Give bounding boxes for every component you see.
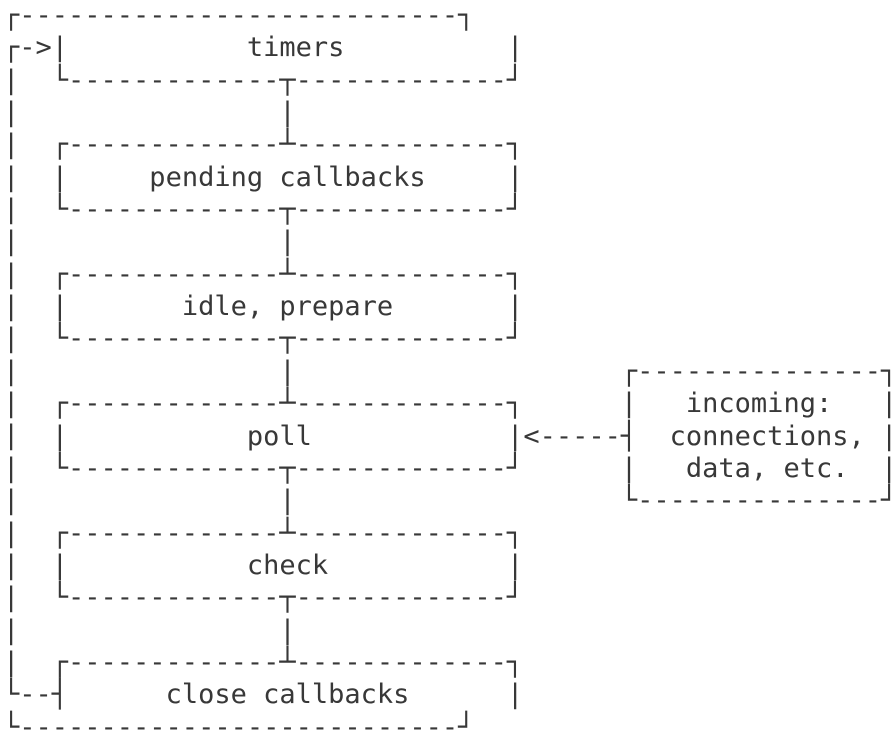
dashed-vertical-line: |	[279, 614, 296, 646]
phase-label-poll: poll	[68, 420, 507, 452]
box-border-bottom: └-------------┬-------------┘	[51, 452, 524, 484]
phase-label-close-callbacks: close callbacks	[68, 679, 507, 711]
box-left-edge: |	[51, 291, 69, 323]
box-border-top: ┌-------------┴-------------┐	[51, 388, 524, 420]
incoming-box-border-top: ┌---------------┐	[620, 355, 896, 387]
phase-box-check: ┌-------------┴-------------┐ | check | …	[52, 518, 523, 615]
dashed-line: └---------------------------┘	[3, 711, 475, 743]
phase-label-idle-prepare: idle, prepare	[68, 291, 507, 323]
box-border-top: ┌-------------┴-------------┐	[51, 647, 524, 678]
phase-box-pending-callbacks: ┌-------------┴-------------┐ | pending …	[52, 129, 523, 226]
dashed-vertical-line: | | | | | | | | | | | | | | | | | | |	[3, 64, 20, 678]
left-arrow-glyph: <-----┤	[523, 420, 638, 452]
incoming-label-line1: incoming:	[637, 388, 881, 420]
incoming-label-line3: data, etc.	[637, 452, 881, 484]
flow-connector-pending-to-idle: |	[279, 226, 295, 258]
box-right-edge: |	[506, 420, 524, 452]
box-right-edge: |	[506, 161, 524, 193]
dashed-line: ┌---------------------------┐	[3, 0, 475, 31]
right-arrow-glyph: ┌->	[3, 32, 52, 64]
box-right-edge: |	[506, 549, 524, 581]
box-left-edge: |	[51, 420, 69, 452]
box-border-top: ┌-------------┴-------------┐	[51, 258, 524, 290]
dashed-vertical-line: |	[279, 355, 296, 387]
box-left-edge: |	[620, 388, 638, 420]
phase-label-check: check	[68, 549, 507, 581]
elbow-glyph: └--	[3, 679, 52, 711]
flow-connector-check-to-close: |	[279, 615, 295, 647]
box-border-top: ┌-------------┴-------------┐	[51, 129, 524, 161]
phase-box-idle-prepare: ┌-------------┴-------------┐ | idle, pr…	[52, 259, 523, 356]
incoming-box: ┌---------------┐ | incoming: | connecti…	[621, 356, 896, 518]
box-border-bottom: └-------------┬-------------┘	[51, 323, 524, 355]
box-right-edge: |	[506, 291, 524, 323]
loop-arrow-into-timers: ┌->	[3, 32, 52, 64]
box-right-edge: |	[880, 420, 896, 452]
flow-connector-idle-to-poll: |	[279, 356, 295, 388]
box-border-bottom: └-------------┬-------------┘	[51, 64, 524, 96]
arrow-incoming-to-poll: <-----┤	[523, 421, 637, 453]
box-right-edge: |	[880, 388, 896, 420]
box-left-edge: |	[620, 452, 638, 484]
box-left-junction: ┤	[51, 679, 69, 711]
phase-label-timers: timers	[68, 32, 507, 64]
box-border-bottom: └-------------┬-------------┘	[51, 194, 524, 226]
loop-back-left-line: | | | | | | | | | | | | | | | | | | |	[3, 65, 19, 680]
phase-label-pending-callbacks: pending callbacks	[68, 161, 507, 193]
phase-box-poll: ┌-------------┴-------------┐ | poll | └…	[52, 388, 523, 485]
box-right-edge: |	[506, 679, 524, 711]
flow-connector-timers-to-pending: |	[279, 97, 295, 129]
arrow-junction-gap	[621, 421, 637, 452]
timers-box-top-border-line: ┌---------------------------┐	[3, 0, 474, 32]
box-left-edge: |	[51, 549, 69, 581]
incoming-box-border-bottom: └---------------┘	[620, 485, 896, 517]
flow-connector-poll-to-check: |	[279, 485, 295, 517]
dashed-vertical-line: |	[279, 97, 296, 129]
phase-box-timers: | timers | └-------------┬-------------┘	[52, 32, 523, 97]
dashed-vertical-line: |	[279, 226, 296, 258]
box-left-edge: |	[51, 32, 69, 64]
loop-elbow-into-close-callbacks: └--	[3, 679, 52, 711]
box-right-edge: |	[880, 452, 896, 484]
incoming-label-line2: connections,	[637, 420, 881, 452]
close-callbacks-bottom-border-line: └---------------------------┘	[3, 712, 474, 744]
box-left-edge: |	[51, 161, 69, 193]
box-border-bottom: └-------------┬-------------┘	[51, 582, 524, 614]
phase-box-close-callbacks: ┌-------------┴-------------┐ ┤ close ca…	[52, 647, 523, 712]
dashed-vertical-line: |	[279, 485, 296, 517]
box-right-edge: |	[506, 32, 524, 64]
box-border-top: ┌-------------┴-------------┐	[51, 517, 524, 549]
